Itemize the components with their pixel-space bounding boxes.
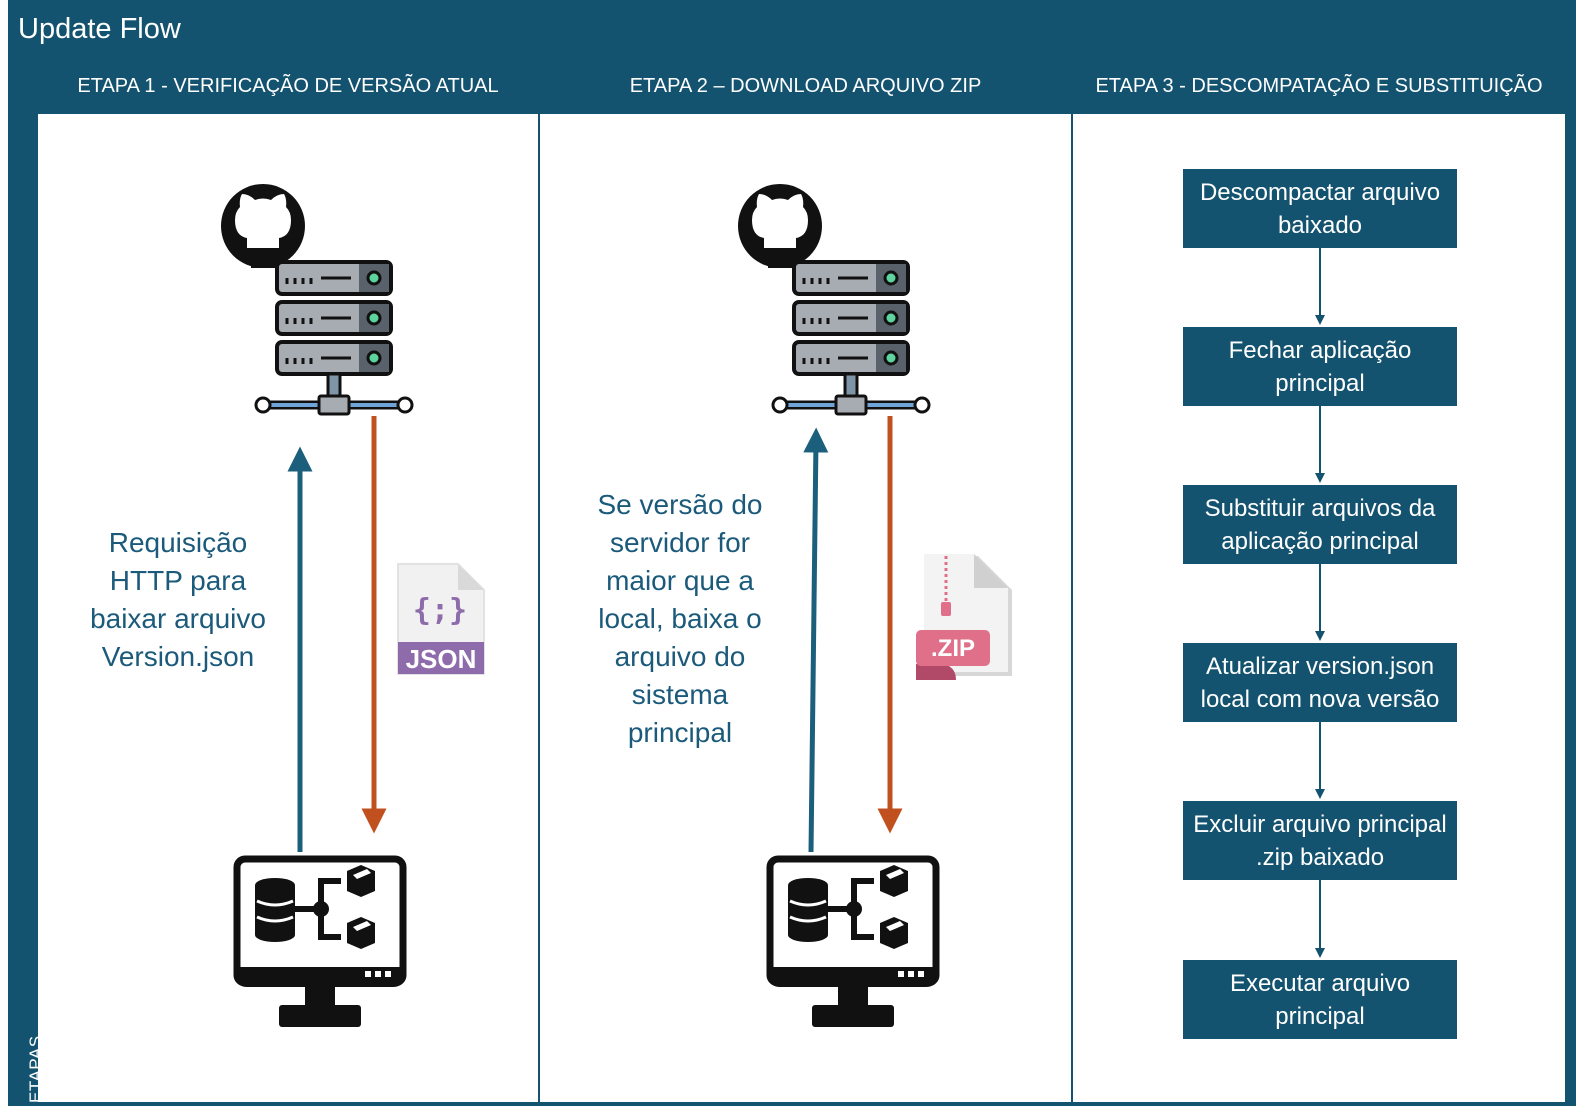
step-connectors (1315, 248, 1325, 958)
response-arrow-2 (877, 416, 903, 834)
step-delete-zip: Excluir arquivo principal .zip baixado (1183, 801, 1457, 880)
lane-header-3: ETAPA 3 - DESCOMPATAÇÃO E SUBSTITUIÇÃO (1073, 60, 1565, 112)
step-update-version-label: Atualizar version.json local com nova ve… (1200, 652, 1440, 713)
json-glyph: {;} (413, 593, 467, 628)
step-replace-files-label: Substituir arquivos da aplicação princip… (1204, 494, 1436, 555)
step-replace-files: Substituir arquivos da aplicação princip… (1183, 485, 1457, 564)
response-arrow (361, 416, 387, 834)
lane-header-1: ETAPA 1 - VERIFICAÇÃO DE VERSÃO ATUAL (38, 60, 538, 112)
step-delete-zip-label: Excluir arquivo principal .zip baixado (1193, 810, 1447, 871)
stage2-note: Se versão do servidor for maior que a lo… (597, 489, 763, 748)
step-run-app: Executar arquivo principal (1183, 960, 1457, 1039)
step-update-version: Atualizar version.json local com nova ve… (1183, 643, 1457, 722)
server-rack-icon (275, 260, 415, 420)
json-label: JSON (406, 644, 477, 674)
step-unzip-label: Descompactar arquivo baixado (1199, 178, 1441, 239)
computer-monitor-icon-2 (768, 857, 940, 1029)
step-run-app-label: Executar arquivo principal (1229, 969, 1411, 1030)
request-arrow-2 (803, 427, 829, 853)
stage1-note: Requisição HTTP para baixar arquivo Vers… (90, 527, 266, 672)
json-file-icon: {;} JSON (397, 563, 485, 675)
step-close-app: Fechar aplicação principal (1183, 327, 1457, 406)
zip-file-icon: .ZIP (916, 554, 1012, 680)
diagram-title: Update Flow (18, 13, 181, 45)
github-icon (219, 182, 307, 270)
step-unzip: Descompactar arquivo baixado (1183, 169, 1457, 248)
github-icon-2 (736, 182, 824, 270)
computer-monitor-icon (235, 857, 407, 1029)
zip-label: .ZIP (931, 635, 975, 662)
request-arrow (287, 446, 313, 852)
step-close-app-label: Fechar aplicação principal (1228, 336, 1412, 397)
server-rack-icon-2 (792, 260, 932, 420)
lane-header-2: ETAPA 2 – DOWNLOAD ARQUIVO ZIP (540, 60, 1071, 112)
